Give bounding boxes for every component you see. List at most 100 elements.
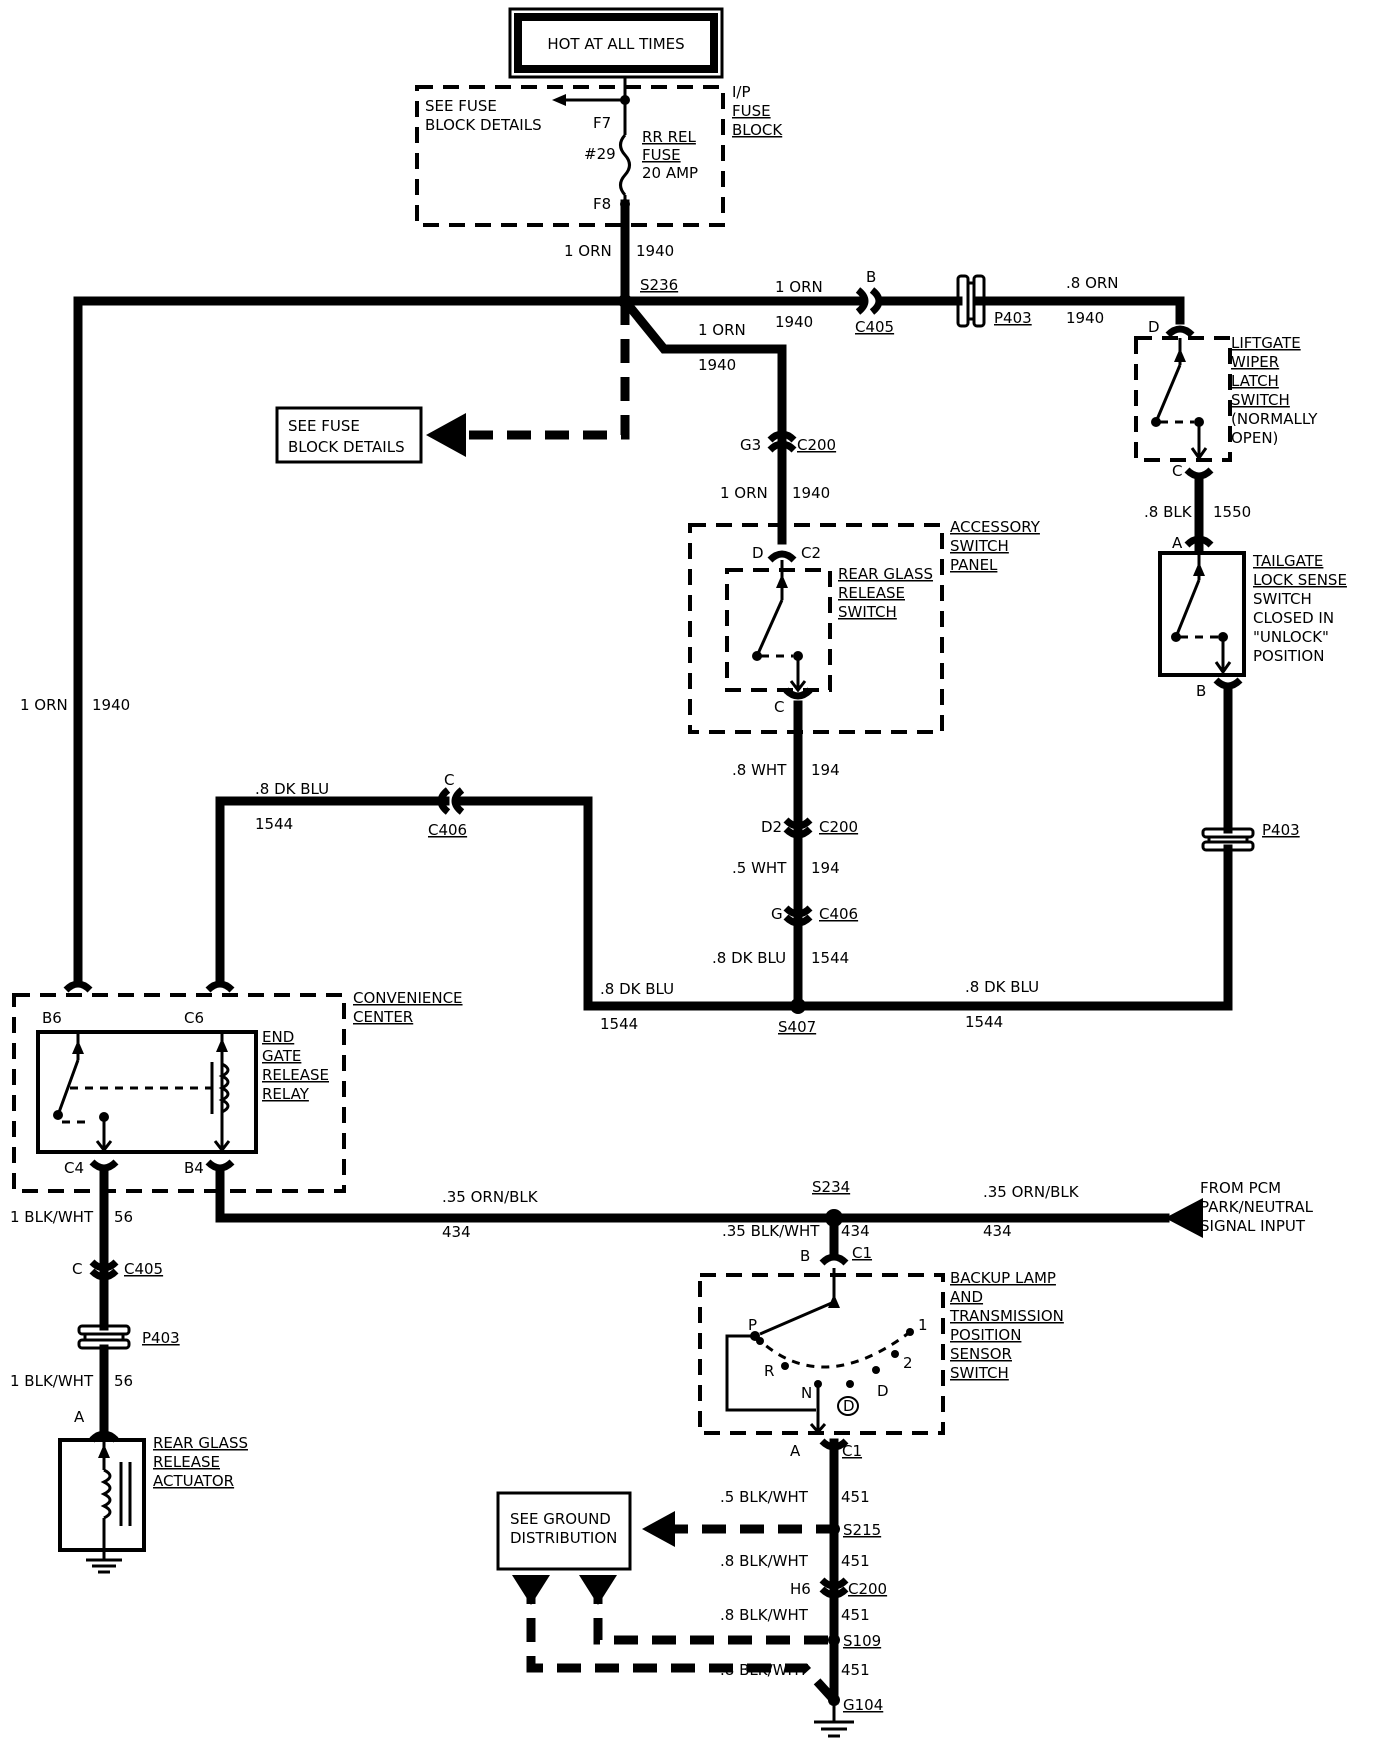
connector-label-c200: C200 bbox=[848, 1580, 887, 1598]
ground-label-g104: G104 bbox=[843, 1696, 883, 1714]
wire-label: .8 BLK bbox=[1144, 503, 1193, 521]
connector-c200-d2 bbox=[783, 817, 813, 830]
connector-c200-g3 bbox=[767, 430, 797, 443]
connector-c1-b bbox=[819, 1253, 849, 1266]
pcm-label-2: PARK/NEUTRAL bbox=[1200, 1198, 1314, 1216]
gear-1-label: 1 bbox=[918, 1316, 928, 1334]
see-ground-label-2: DISTRIBUTION bbox=[510, 1529, 617, 1547]
endgate-label-2: GATE bbox=[262, 1047, 301, 1065]
wire-label: .8 BLK/WHT bbox=[720, 1552, 809, 1570]
connector-label-c406: C406 bbox=[819, 905, 858, 923]
pcm-label-3: SIGNAL INPUT bbox=[1200, 1217, 1306, 1235]
fuse-rating: 20 AMP bbox=[642, 164, 698, 182]
pin-label: B bbox=[1196, 682, 1206, 700]
liftgate-label-5: (NORMALLY bbox=[1231, 410, 1318, 428]
connector-tailgate-b bbox=[1213, 677, 1243, 690]
pin-label: G bbox=[771, 905, 783, 923]
backup-label-2: AND bbox=[950, 1288, 983, 1306]
splice-s234 bbox=[825, 1209, 843, 1227]
circuit-label: 1550 bbox=[1213, 503, 1251, 521]
connector-label-c406: C406 bbox=[428, 821, 467, 839]
circuit-label: 1940 bbox=[775, 313, 813, 331]
circuit-label: 451 bbox=[841, 1606, 870, 1624]
connector-c406-g bbox=[783, 905, 813, 918]
see-fuse-label: SEE FUSE bbox=[425, 97, 497, 115]
pcm-label-1: FROM PCM bbox=[1200, 1179, 1281, 1197]
wire-label: 1 ORN bbox=[775, 278, 823, 296]
see-ground-distribution-box: SEE GROUND DISTRIBUTION bbox=[496, 1491, 632, 1571]
ground-dist-arrow-icon-3 bbox=[579, 1575, 617, 1605]
wire-label: 1 ORN bbox=[564, 242, 612, 260]
connector-b6 bbox=[63, 980, 93, 993]
wire-label: .35 BLK/WHT bbox=[722, 1222, 820, 1240]
wire-label: .35 ORN/BLK bbox=[983, 1183, 1080, 1201]
circuit-label: 1940 bbox=[1066, 309, 1104, 327]
wire-label: .8 DK BLU bbox=[712, 949, 786, 967]
tailgate-label-3: SWITCH bbox=[1253, 590, 1312, 608]
circuit-label: 451 bbox=[841, 1488, 870, 1506]
pin-label: C2 bbox=[801, 544, 821, 562]
pin-label: C bbox=[72, 1260, 82, 1278]
p403-grommets bbox=[77, 274, 1255, 1350]
fuse-pin-f7: F7 bbox=[593, 114, 611, 132]
wire-label: .8 WHT bbox=[732, 761, 787, 779]
circuit-label: 194 bbox=[811, 761, 840, 779]
grommet-label-p403: P403 bbox=[1262, 821, 1300, 839]
circuit-label: 1940 bbox=[698, 356, 736, 374]
accessory-label-1: ACCESSORY bbox=[950, 518, 1041, 536]
ip-fuse-block: SEE FUSE BLOCK DETAILS F7 #29 RR REL FUS… bbox=[415, 77, 783, 227]
splice-label-s109: S109 bbox=[843, 1632, 881, 1650]
ip-fuse-block-label-3: BLOCK bbox=[732, 121, 783, 139]
see-fuse-2-label-2: BLOCK DETAILS bbox=[288, 438, 405, 456]
tailgate-label-6: POSITION bbox=[1253, 647, 1324, 665]
wire-label: .5 BLK/WHT bbox=[720, 1488, 809, 1506]
connector-liftgate-d bbox=[1165, 325, 1195, 338]
tailgate-label-1: TAILGATE bbox=[1252, 552, 1323, 570]
splice-label-s236: S236 bbox=[640, 276, 678, 294]
pin-label: D bbox=[752, 544, 764, 562]
pin-label: C bbox=[774, 698, 784, 716]
pin-label: G3 bbox=[740, 436, 761, 454]
connector-c405-top bbox=[855, 287, 869, 315]
pin-label: A bbox=[74, 1408, 85, 1426]
gear-r-label: R bbox=[764, 1362, 774, 1380]
hot-at-all-times-label: HOT AT ALL TIMES bbox=[547, 35, 684, 53]
connector-c405-bottom bbox=[89, 1259, 119, 1272]
pin-label: B bbox=[800, 1247, 810, 1265]
see-fuse-arrow-icon bbox=[426, 413, 466, 457]
convenience-center: CONVENIENCE CENTER END GATE RELEASE RELA… bbox=[12, 989, 463, 1193]
ground-g104-icon bbox=[814, 1700, 854, 1738]
fuse-name-1: RR REL bbox=[642, 128, 697, 146]
liftgate-wiper-latch-switch: LIFTGATE WIPER LATCH SWITCH (NORMALLY OP… bbox=[1134, 334, 1318, 462]
pin-label: B4 bbox=[184, 1159, 204, 1177]
endgate-label-1: END bbox=[262, 1028, 294, 1046]
liftgate-label-6: OPEN) bbox=[1231, 429, 1278, 447]
wire-label: .8 ORN bbox=[1066, 274, 1119, 292]
backup-lamp-trans-switch: P R N D D 2 1 BACKUP LAMP AND TRANSMISSI… bbox=[698, 1268, 1064, 1435]
see-fuse-label-2: BLOCK DETAILS bbox=[425, 116, 542, 134]
splice-s407 bbox=[790, 998, 806, 1014]
rear-actuator-label-1: REAR GLASS bbox=[153, 1434, 248, 1452]
wire-label: 1 ORN bbox=[20, 696, 68, 714]
wire-label: .8 DK BLU bbox=[600, 980, 674, 998]
backup-label-1: BACKUP LAMP bbox=[950, 1269, 1056, 1287]
splice-s215 bbox=[828, 1523, 840, 1535]
splice-s109 bbox=[828, 1634, 840, 1646]
wire-label: .5 WHT bbox=[732, 859, 787, 877]
circuit-label: 451 bbox=[841, 1552, 870, 1570]
rear-glass-switch-label-1: REAR GLASS bbox=[838, 565, 933, 583]
tailgate-label-4: CLOSED IN bbox=[1253, 609, 1334, 627]
wire-label: .8 DK BLU bbox=[965, 978, 1039, 996]
pin-label: A bbox=[790, 1442, 801, 1460]
connectors bbox=[63, 287, 1243, 1599]
wire-label: 1 ORN bbox=[720, 484, 768, 502]
pin-label: C bbox=[1172, 462, 1182, 480]
liftgate-label-4: SWITCH bbox=[1231, 391, 1290, 409]
connector-c1-a bbox=[819, 1438, 849, 1451]
splice-label-s407: S407 bbox=[778, 1018, 816, 1036]
pin-label: B bbox=[866, 268, 876, 286]
ground-dist-arrow-icon bbox=[642, 1511, 675, 1547]
splice-label-s234: S234 bbox=[812, 1178, 850, 1196]
pin-label: H6 bbox=[790, 1580, 811, 1598]
splices bbox=[618, 294, 843, 1706]
